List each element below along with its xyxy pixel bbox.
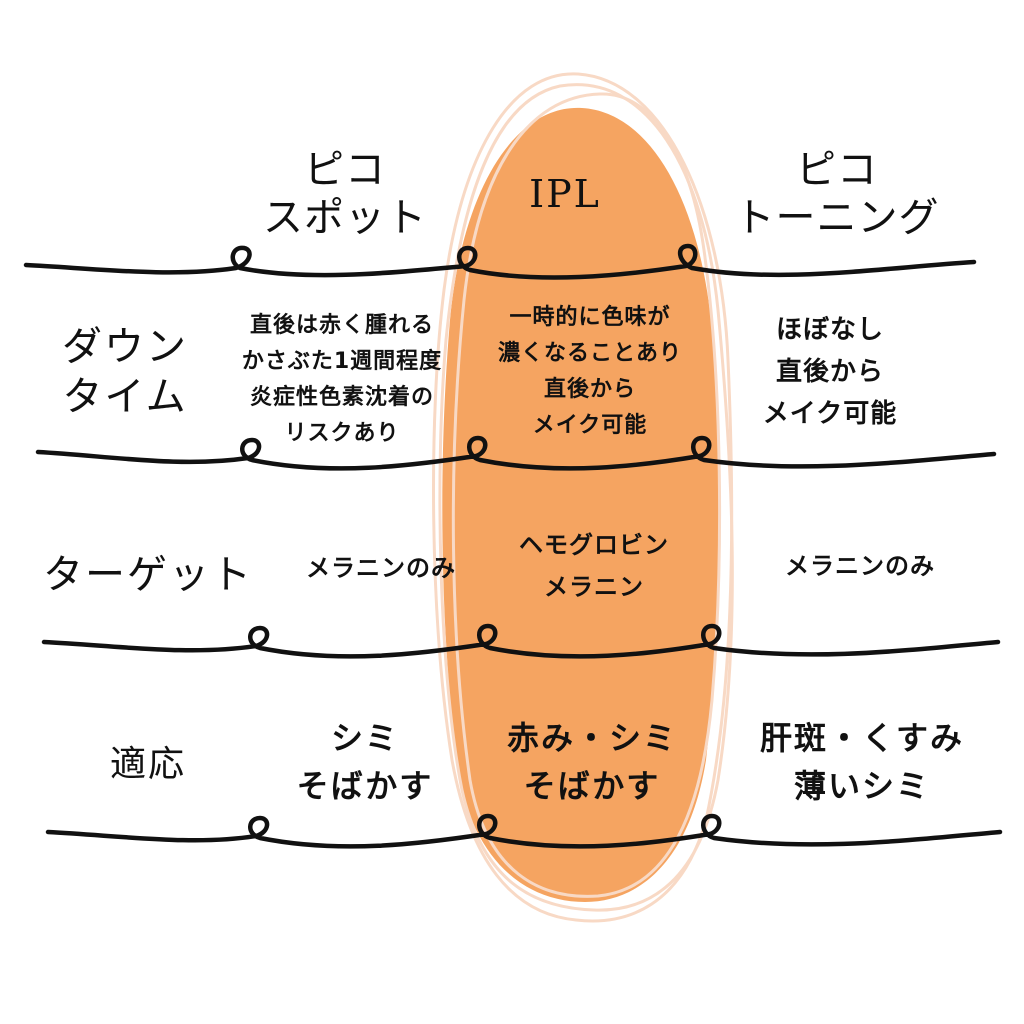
header-pico-spot: ピコ スポット: [263, 147, 427, 241]
ipl-highlight-blob: [442, 107, 720, 902]
row-dividers: [23, 243, 1003, 849]
cell-downtime-pico-spot: 直後は赤く腫れる かさぶた1週間程度 炎症性色素沈着の リスクあり: [241, 313, 443, 446]
cell-indication-ipl: 赤み・シミ そばかす: [506, 719, 677, 805]
cell-indication-pico-spot: シミ そばかす: [296, 719, 434, 805]
cell-indication-pico-toning: 肝斑・くすみ 薄いシミ: [759, 719, 964, 805]
header-pico-toning: ピコ トーニング: [734, 147, 940, 241]
divider-line-3: [41, 623, 1001, 659]
divider-line-1: [23, 243, 977, 280]
ipl-outline-scribble: [432, 72, 734, 923]
divider-line-2: [35, 435, 997, 471]
cell-downtime-pico-toning: ほぼなし 直後から メイク可能: [762, 315, 898, 429]
cell-target-pico-toning: メラニンのみ: [785, 552, 935, 580]
row-label-downtime: ダウン タイム: [62, 324, 188, 420]
cell-target-ipl: ヘモグロビン メラニン: [519, 531, 669, 601]
row-label-indication: 適応: [109, 744, 186, 785]
cell-downtime-ipl: 一時的に色味が 濃くなることあり 直後から メイク可能: [497, 305, 682, 438]
divider-line-4: [45, 813, 1003, 849]
cell-target-pico-spot: メラニンのみ: [306, 554, 456, 582]
header-ipl: IPL: [529, 172, 601, 216]
row-label-target: ターゲット: [43, 552, 253, 598]
